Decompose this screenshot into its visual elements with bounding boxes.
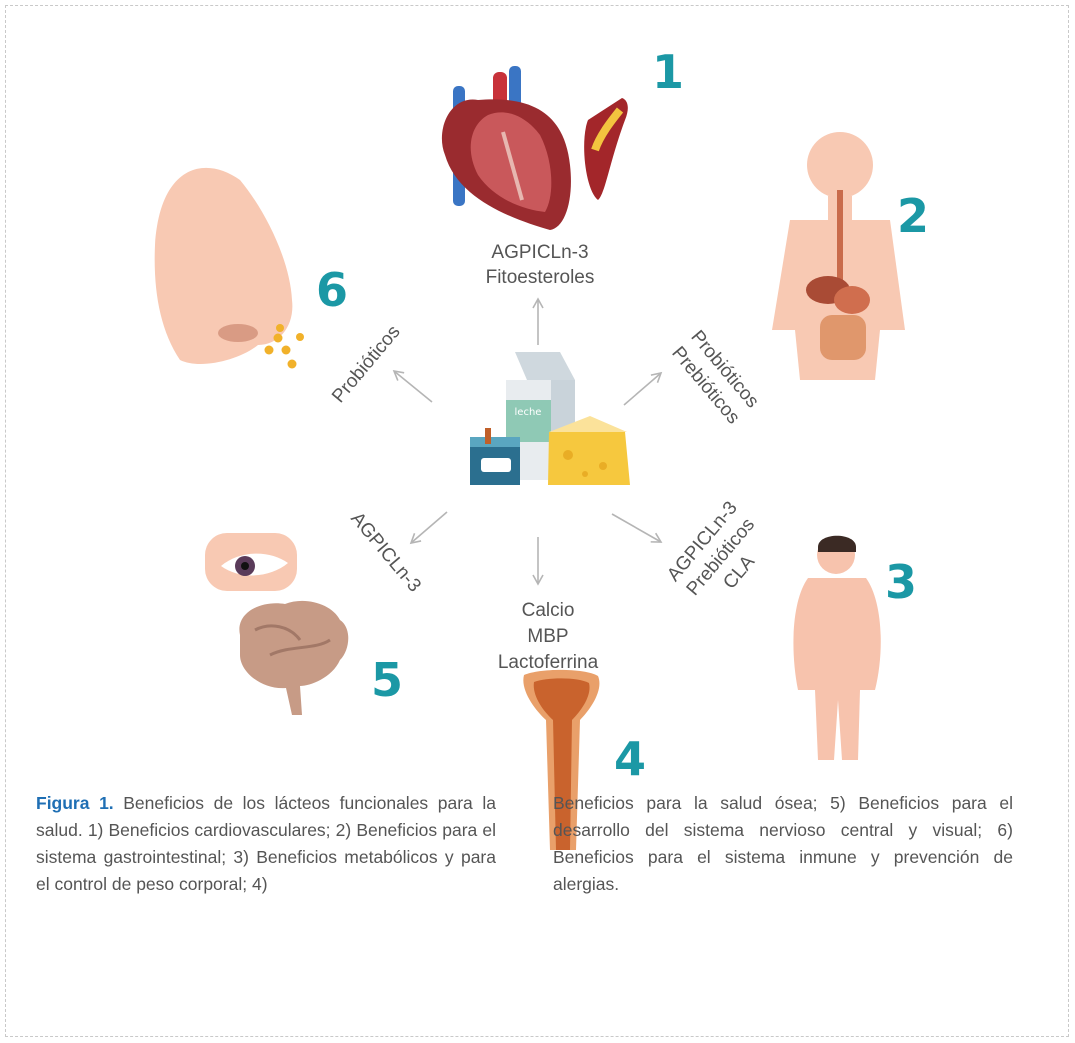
eye-illustration	[205, 533, 297, 591]
number-3: 3	[885, 555, 917, 609]
label-agpicln3-top: AGPICLn-3	[491, 242, 588, 263]
nose-illustration	[155, 168, 304, 369]
heart-illustration	[442, 66, 628, 230]
arrow-up-left	[394, 371, 432, 402]
arrow-up-right	[624, 373, 661, 405]
label-agpicln3-left: AGPICLn-3	[346, 508, 425, 596]
number-1: 1	[652, 45, 684, 99]
labels-item-5: AGPICLn-3	[346, 508, 425, 596]
digestive-system-illustration	[772, 132, 905, 380]
caption-title: Figura 1.	[36, 793, 114, 813]
label-lactoferrina: Lactoferrina	[498, 652, 599, 673]
number-2: 2	[897, 189, 929, 243]
labels-item-3: AGPICLn-3 Prebióticos CLA	[663, 498, 778, 617]
arrow-down-right	[612, 514, 661, 542]
number-5: 5	[371, 653, 403, 707]
number-4: 4	[614, 732, 646, 786]
caption-left: Figura 1. Beneficios de los lácteos func…	[36, 790, 496, 898]
body-weight-illustration	[793, 536, 880, 760]
caption-text-right: Beneficios para la salud ósea; 5) Benefi…	[553, 793, 1013, 894]
caption-right: Beneficios para la salud ósea; 5) Benefi…	[553, 790, 1013, 898]
labels-item-2: Probióticos Prebióticos	[667, 327, 763, 429]
label-mbp: MBP	[527, 626, 568, 647]
dairy-products-illustration: leche	[470, 352, 630, 485]
labels-item-4: Calcio MBP Lactoferrina	[498, 600, 599, 673]
brain-illustration	[239, 601, 348, 715]
label-fitoesteroles: Fitoesteroles	[486, 267, 595, 288]
carton-label: leche	[515, 407, 542, 418]
number-6: 6	[316, 263, 348, 317]
arrow-down-left	[411, 512, 447, 543]
label-calcio: Calcio	[522, 600, 575, 621]
label-probioticos-left: Probióticos	[328, 322, 405, 408]
labels-item-1: AGPICLn-3 Fitoesteroles	[486, 242, 595, 288]
labels-item-6: Probióticos	[328, 322, 405, 408]
